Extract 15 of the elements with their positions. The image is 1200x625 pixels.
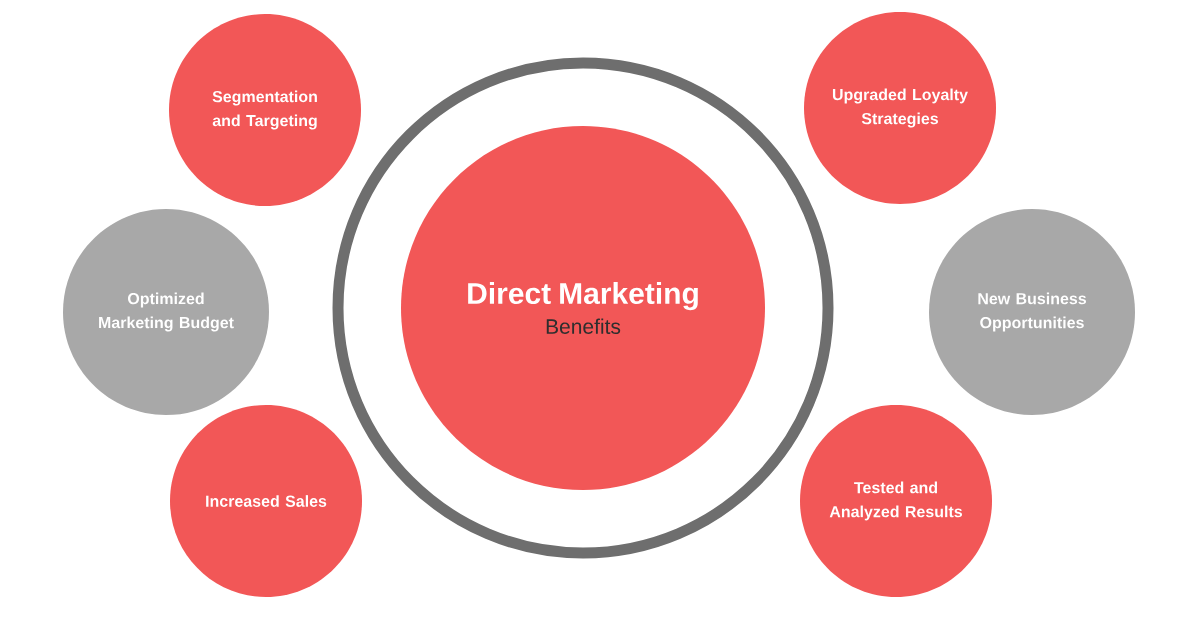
circle-node	[800, 405, 992, 597]
circle-label: Segmentation and Targeting	[212, 90, 317, 130]
subtitle-text: Benefits	[546, 318, 621, 334]
circle-node	[804, 12, 996, 204]
circle-node	[63, 209, 269, 415]
circle-label: Tested and Analyzed Results	[829, 481, 962, 521]
circle-node	[929, 209, 1135, 415]
circle-node	[401, 126, 765, 490]
circle-node	[169, 14, 361, 206]
circle-label: Increased Sales	[206, 495, 327, 507]
circle-node	[170, 405, 362, 597]
title-text: Direct Marketing	[468, 282, 698, 311]
circle-label: Optimized Marketing Budget	[99, 292, 234, 332]
circle-label: New Business Opportunities	[978, 292, 1086, 332]
circle-label: Upgraded Loyalty Strategies	[832, 88, 968, 128]
